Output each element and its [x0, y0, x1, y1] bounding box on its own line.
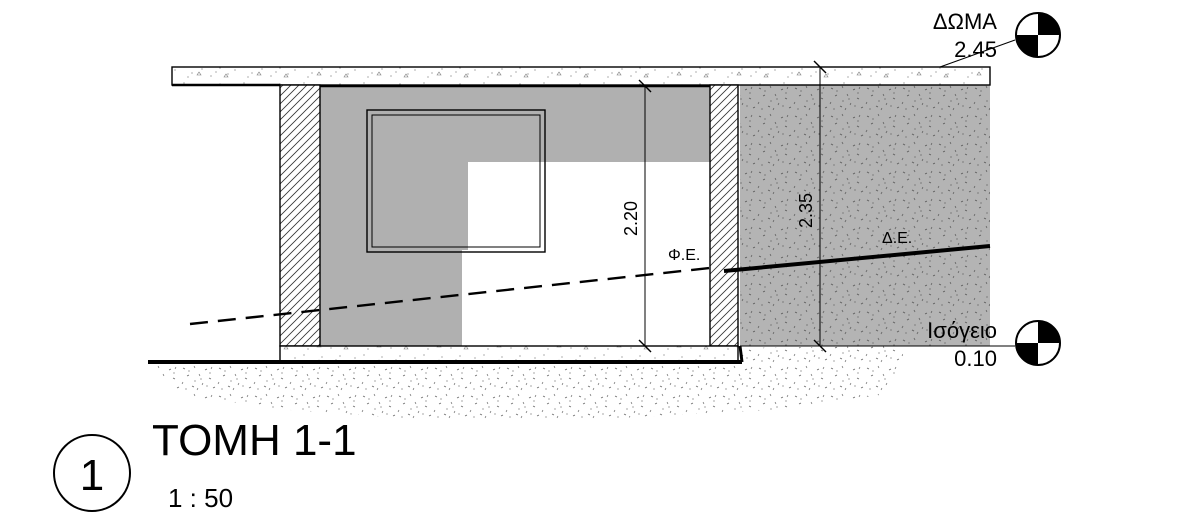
- natural-ground-label: Δ.Ε.: [882, 230, 912, 247]
- dimension-interior: [638, 79, 652, 353]
- ground-level-marker: [740, 320, 1061, 366]
- natural-ground-line: [723, 244, 991, 273]
- section-number: 1: [80, 451, 104, 500]
- dimension-interior-label: 2.20: [621, 201, 641, 236]
- floor-slab: [279, 345, 739, 363]
- roof-level-elevation: 2.45: [954, 37, 997, 62]
- right-wall: [709, 84, 739, 347]
- finished-ground-line: [189, 266, 711, 326]
- roof-slab: [171, 66, 991, 86]
- roof-level-marker: [939, 12, 1061, 68]
- section-title: ΤΟΜΗ 1-1: [152, 416, 357, 465]
- ground-level-name: Ισόγειο: [927, 318, 997, 343]
- roof-level-name: ΔΩΜΑ: [933, 9, 997, 34]
- finished-ground-label: Φ.Ε.: [668, 247, 700, 264]
- exterior-earth-light: [818, 124, 920, 346]
- section-number-circle: [53, 434, 131, 512]
- ground-soil: [150, 346, 905, 420]
- section-scale: 1 : 50: [168, 483, 233, 513]
- dimension-right-label: 2.35: [796, 193, 816, 228]
- window: [366, 109, 546, 253]
- room-opening-light: [462, 162, 710, 346]
- left-wall: [279, 84, 321, 347]
- ground-level-elevation: 0.10: [954, 346, 997, 371]
